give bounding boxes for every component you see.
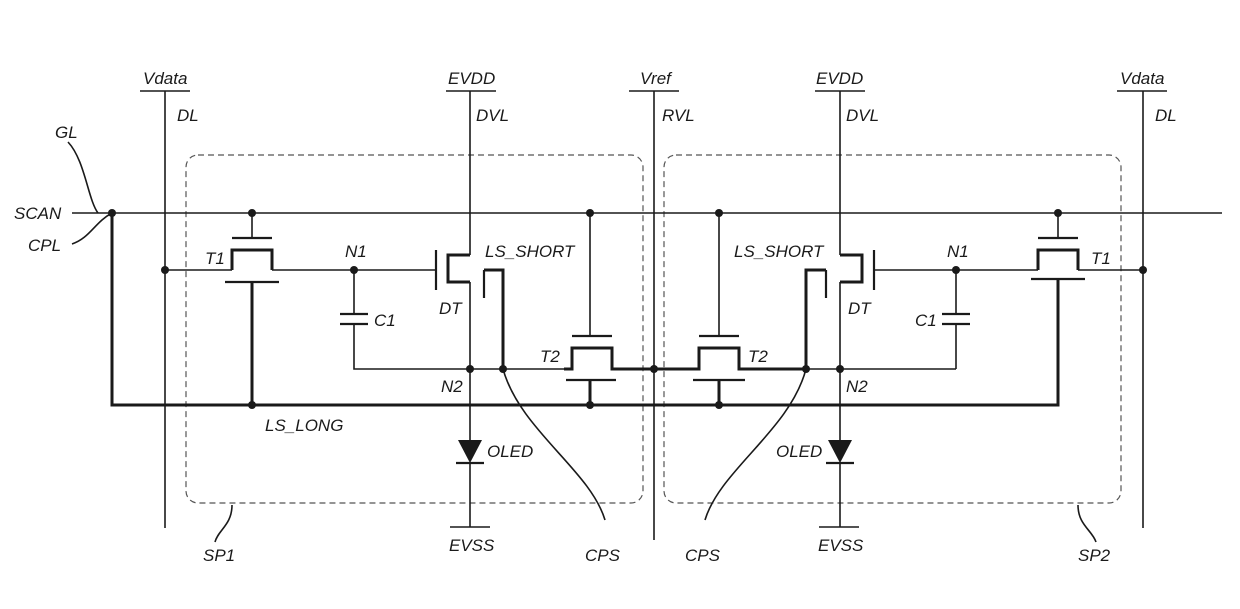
subpixel-boundary-sp2 — [664, 155, 1121, 503]
label-c1-left: C1 — [374, 311, 396, 330]
label-cps-right: CPS — [685, 546, 721, 565]
label-t2-right: T2 — [748, 347, 768, 366]
label-dl-right: DL — [1155, 106, 1177, 125]
junction-dot — [586, 209, 594, 217]
label-evdd-right: EVDD — [816, 69, 863, 88]
label-cps-left: CPS — [585, 546, 621, 565]
oled-left-diode — [458, 440, 482, 463]
label-dvl-right: DVL — [846, 106, 879, 125]
label-vdata-left: Vdata — [143, 69, 187, 88]
label-n2-right: N2 — [846, 377, 868, 396]
label-dvl-left: DVL — [476, 106, 509, 125]
label-gl: GL — [55, 123, 78, 142]
junction-dot — [802, 365, 810, 373]
ls-short-right-wire — [806, 270, 826, 369]
t1-right-channel — [1038, 250, 1078, 270]
junction-dot — [952, 266, 960, 274]
label-evss-left: EVSS — [449, 536, 495, 555]
ls-short-left-wire — [484, 270, 503, 369]
junction-dot — [715, 401, 723, 409]
label-t1-left: T1 — [205, 249, 225, 268]
t2-right-channel — [654, 348, 806, 369]
label-evdd-left: EVDD — [448, 69, 495, 88]
label-ls-long: LS_LONG — [265, 416, 343, 435]
junction-dot — [715, 209, 723, 217]
label-n1-left: N1 — [345, 242, 367, 261]
label-sp2: SP2 — [1078, 546, 1111, 565]
label-n2-left: N2 — [441, 377, 463, 396]
junction-dot — [248, 401, 256, 409]
label-ls-short-left: LS_SHORT — [485, 242, 576, 261]
junction-dot — [586, 401, 594, 409]
label-t2-left: T2 — [540, 347, 560, 366]
label-sp1: SP1 — [203, 546, 235, 565]
label-dt-right: DT — [848, 299, 872, 318]
label-cpl: CPL — [28, 236, 61, 255]
dt-left-channel — [448, 255, 470, 282]
label-scan: SCAN — [14, 204, 62, 223]
c1-left-bottom-lead — [354, 324, 564, 369]
label-n1-right: N1 — [947, 242, 969, 261]
junction-dot — [836, 365, 844, 373]
junction-dot — [161, 266, 169, 274]
junction-dot — [350, 266, 358, 274]
cpl-leader — [72, 213, 112, 244]
junction-dot — [1139, 266, 1147, 274]
label-oled-right: OLED — [776, 442, 822, 461]
junction-dot — [108, 209, 116, 217]
ls-long-line — [112, 213, 1058, 405]
label-vdata-right: Vdata — [1120, 69, 1164, 88]
sp1-leader — [215, 505, 232, 542]
label-vref: Vref — [640, 69, 673, 88]
label-oled-left: OLED — [487, 442, 533, 461]
gl-leader — [68, 142, 98, 213]
label-rvl: RVL — [662, 106, 695, 125]
subpixel-boundary-sp1 — [186, 155, 643, 503]
t2-left-channel — [564, 348, 654, 369]
junction-dot — [650, 365, 658, 373]
sp2-leader — [1078, 505, 1096, 542]
label-evss-right: EVSS — [818, 536, 864, 555]
junction-dot — [466, 365, 474, 373]
label-dt-left: DT — [439, 299, 463, 318]
junction-dot — [1054, 209, 1062, 217]
label-ls-short-right: LS_SHORT — [734, 242, 825, 261]
dt-right-channel — [840, 255, 862, 282]
junction-dot — [248, 209, 256, 217]
label-c1-right: C1 — [915, 311, 937, 330]
oled-right-diode — [828, 440, 852, 463]
label-t1-right: T1 — [1091, 249, 1111, 268]
label-dl-left: DL — [177, 106, 199, 125]
junction-dot — [499, 365, 507, 373]
t1-left-channel — [232, 250, 272, 270]
